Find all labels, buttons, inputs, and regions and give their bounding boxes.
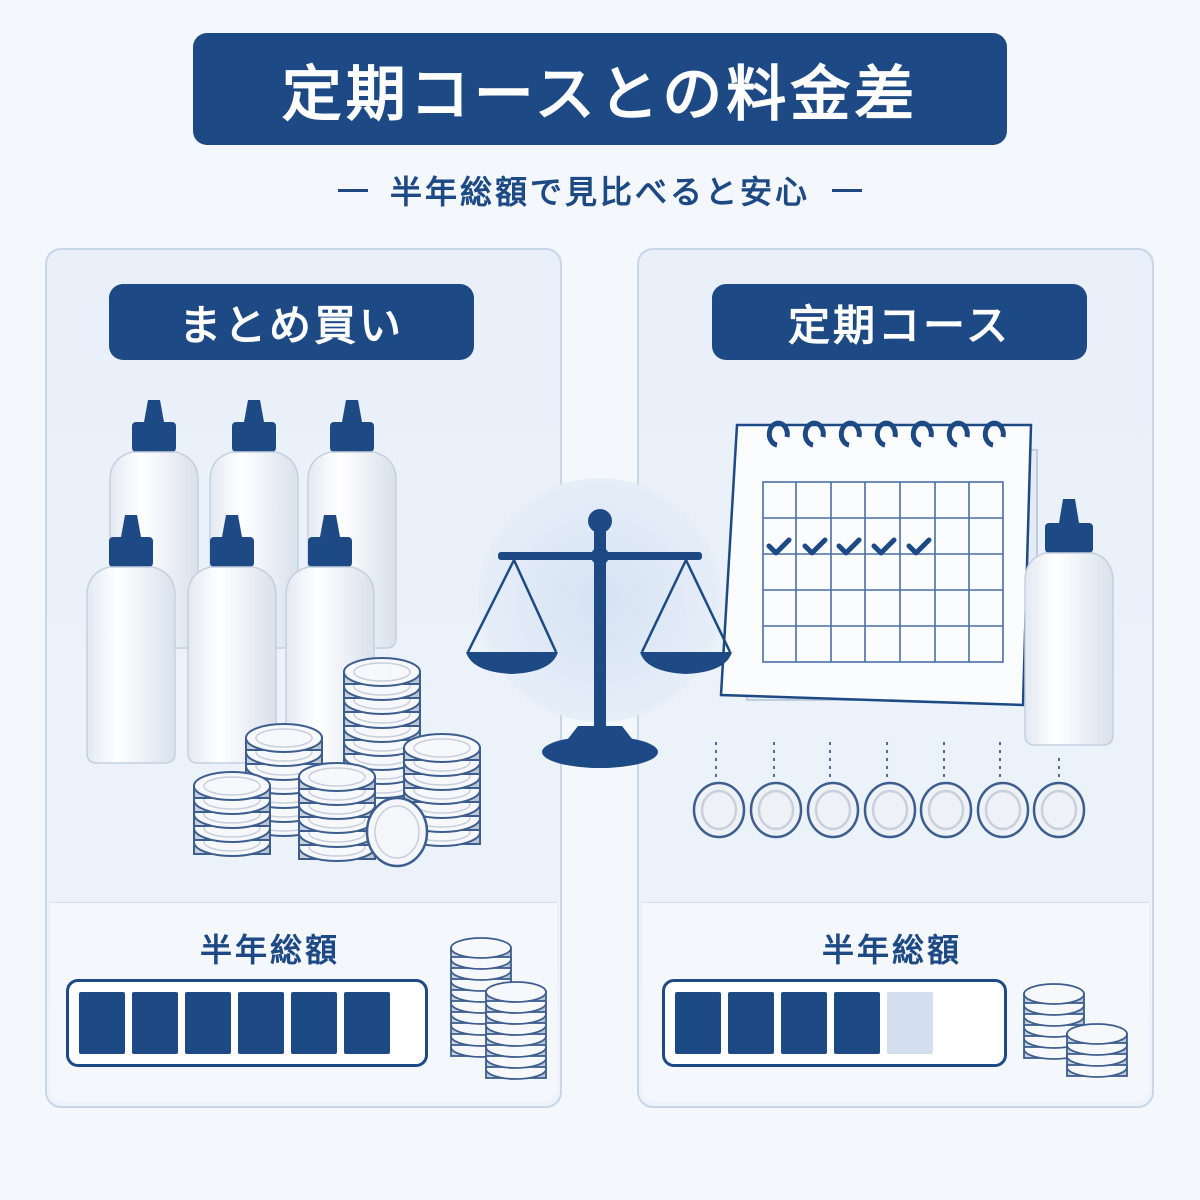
checkmark-icon [836, 537, 862, 556]
cost-bar-segment [728, 992, 774, 1054]
cost-bar-segment [132, 992, 178, 1054]
bulk-buy-summary-label: 半年総額 [199, 931, 340, 969]
coin-icon [692, 781, 746, 839]
calendar-icon [719, 420, 1038, 707]
bulk-bottles-and-coins [86, 399, 481, 868]
cost-bar-segment [344, 992, 390, 1054]
coin-icon [976, 781, 1030, 839]
cost-bar-segment [185, 992, 231, 1054]
subscription-panel: 定期コース [637, 248, 1154, 1108]
checkmark-icon [871, 537, 897, 556]
summary-coin-stacks [450, 937, 547, 1080]
cost-bar-segment [79, 992, 125, 1054]
subtitle-dash-right [832, 188, 862, 192]
coin-stack-icon [193, 771, 271, 857]
coin-icon [806, 781, 860, 839]
calendar-bottle-coins [692, 420, 1114, 839]
coin-stack-icon [298, 762, 376, 862]
cost-bar-segment [781, 992, 827, 1054]
checkmark-icon [766, 537, 792, 556]
subscription-label: 定期コース [712, 284, 1087, 360]
cost-bar-segment [675, 992, 721, 1054]
coin-icon [365, 796, 429, 868]
checkmark-icon [802, 537, 828, 556]
page-title: 定期コースとの料金差 [193, 33, 1007, 145]
cost-bar-segment [834, 992, 880, 1054]
coin-icon [749, 781, 803, 839]
cost-bar-segment-light [887, 992, 933, 1054]
subscription-cost-bar [662, 979, 1007, 1067]
summary-coin-stacks [1023, 983, 1128, 1078]
bulk-buy-panel: まとめ買い [45, 248, 562, 1108]
checkmark-icon [906, 537, 932, 556]
subscription-summary: 半年総額 [642, 902, 1149, 1102]
coin-icon [1032, 781, 1086, 839]
subtitle-text: 半年総額で見比べると安心 [389, 173, 810, 211]
coin-icon [919, 781, 973, 839]
coin-stack-icon [485, 981, 547, 1080]
subscription-summary-label: 半年総額 [821, 931, 962, 969]
subtitle: 半年総額で見比べると安心 [0, 165, 1200, 215]
coin-icon [863, 781, 917, 839]
subtitle-dash-left [337, 188, 368, 192]
coin-stack-icon [1066, 1023, 1128, 1078]
cost-bar-segment [238, 992, 284, 1054]
bottle-icon [1024, 499, 1114, 746]
cost-bar-segment [291, 992, 337, 1054]
bulk-buy-summary: 半年総額 [50, 902, 557, 1102]
bulk-buy-label: まとめ買い [109, 284, 474, 360]
bulk-buy-cost-bar [66, 979, 428, 1067]
